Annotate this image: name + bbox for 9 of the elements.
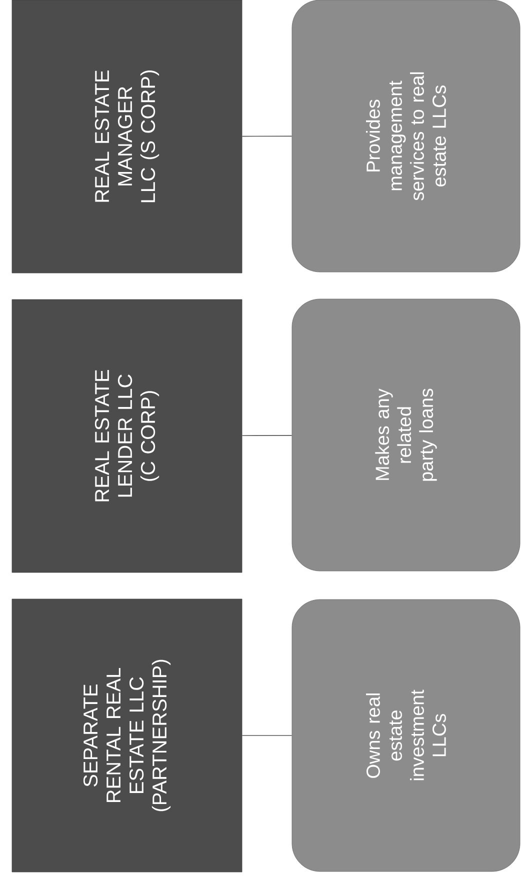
entity-box: REAL ESTATE LENDER LLC (C CORP) [12,299,242,573]
rounded-box: Owns real estate investment LLCs [292,599,520,872]
rounded-box: Provides management services to real estate LLCs [292,0,520,272]
entity-box: SEPARATE RENTAL REAL ESTATE LLC (PARTNERSHIP) [12,598,242,872]
connector-line [242,435,292,436]
connector-line [242,735,292,736]
connector-line [242,136,292,137]
rounded-box: Makes any related party loans [292,298,520,572]
entity-box: REAL ESTATE MANAGER LLC (S CORP) [12,0,242,274]
